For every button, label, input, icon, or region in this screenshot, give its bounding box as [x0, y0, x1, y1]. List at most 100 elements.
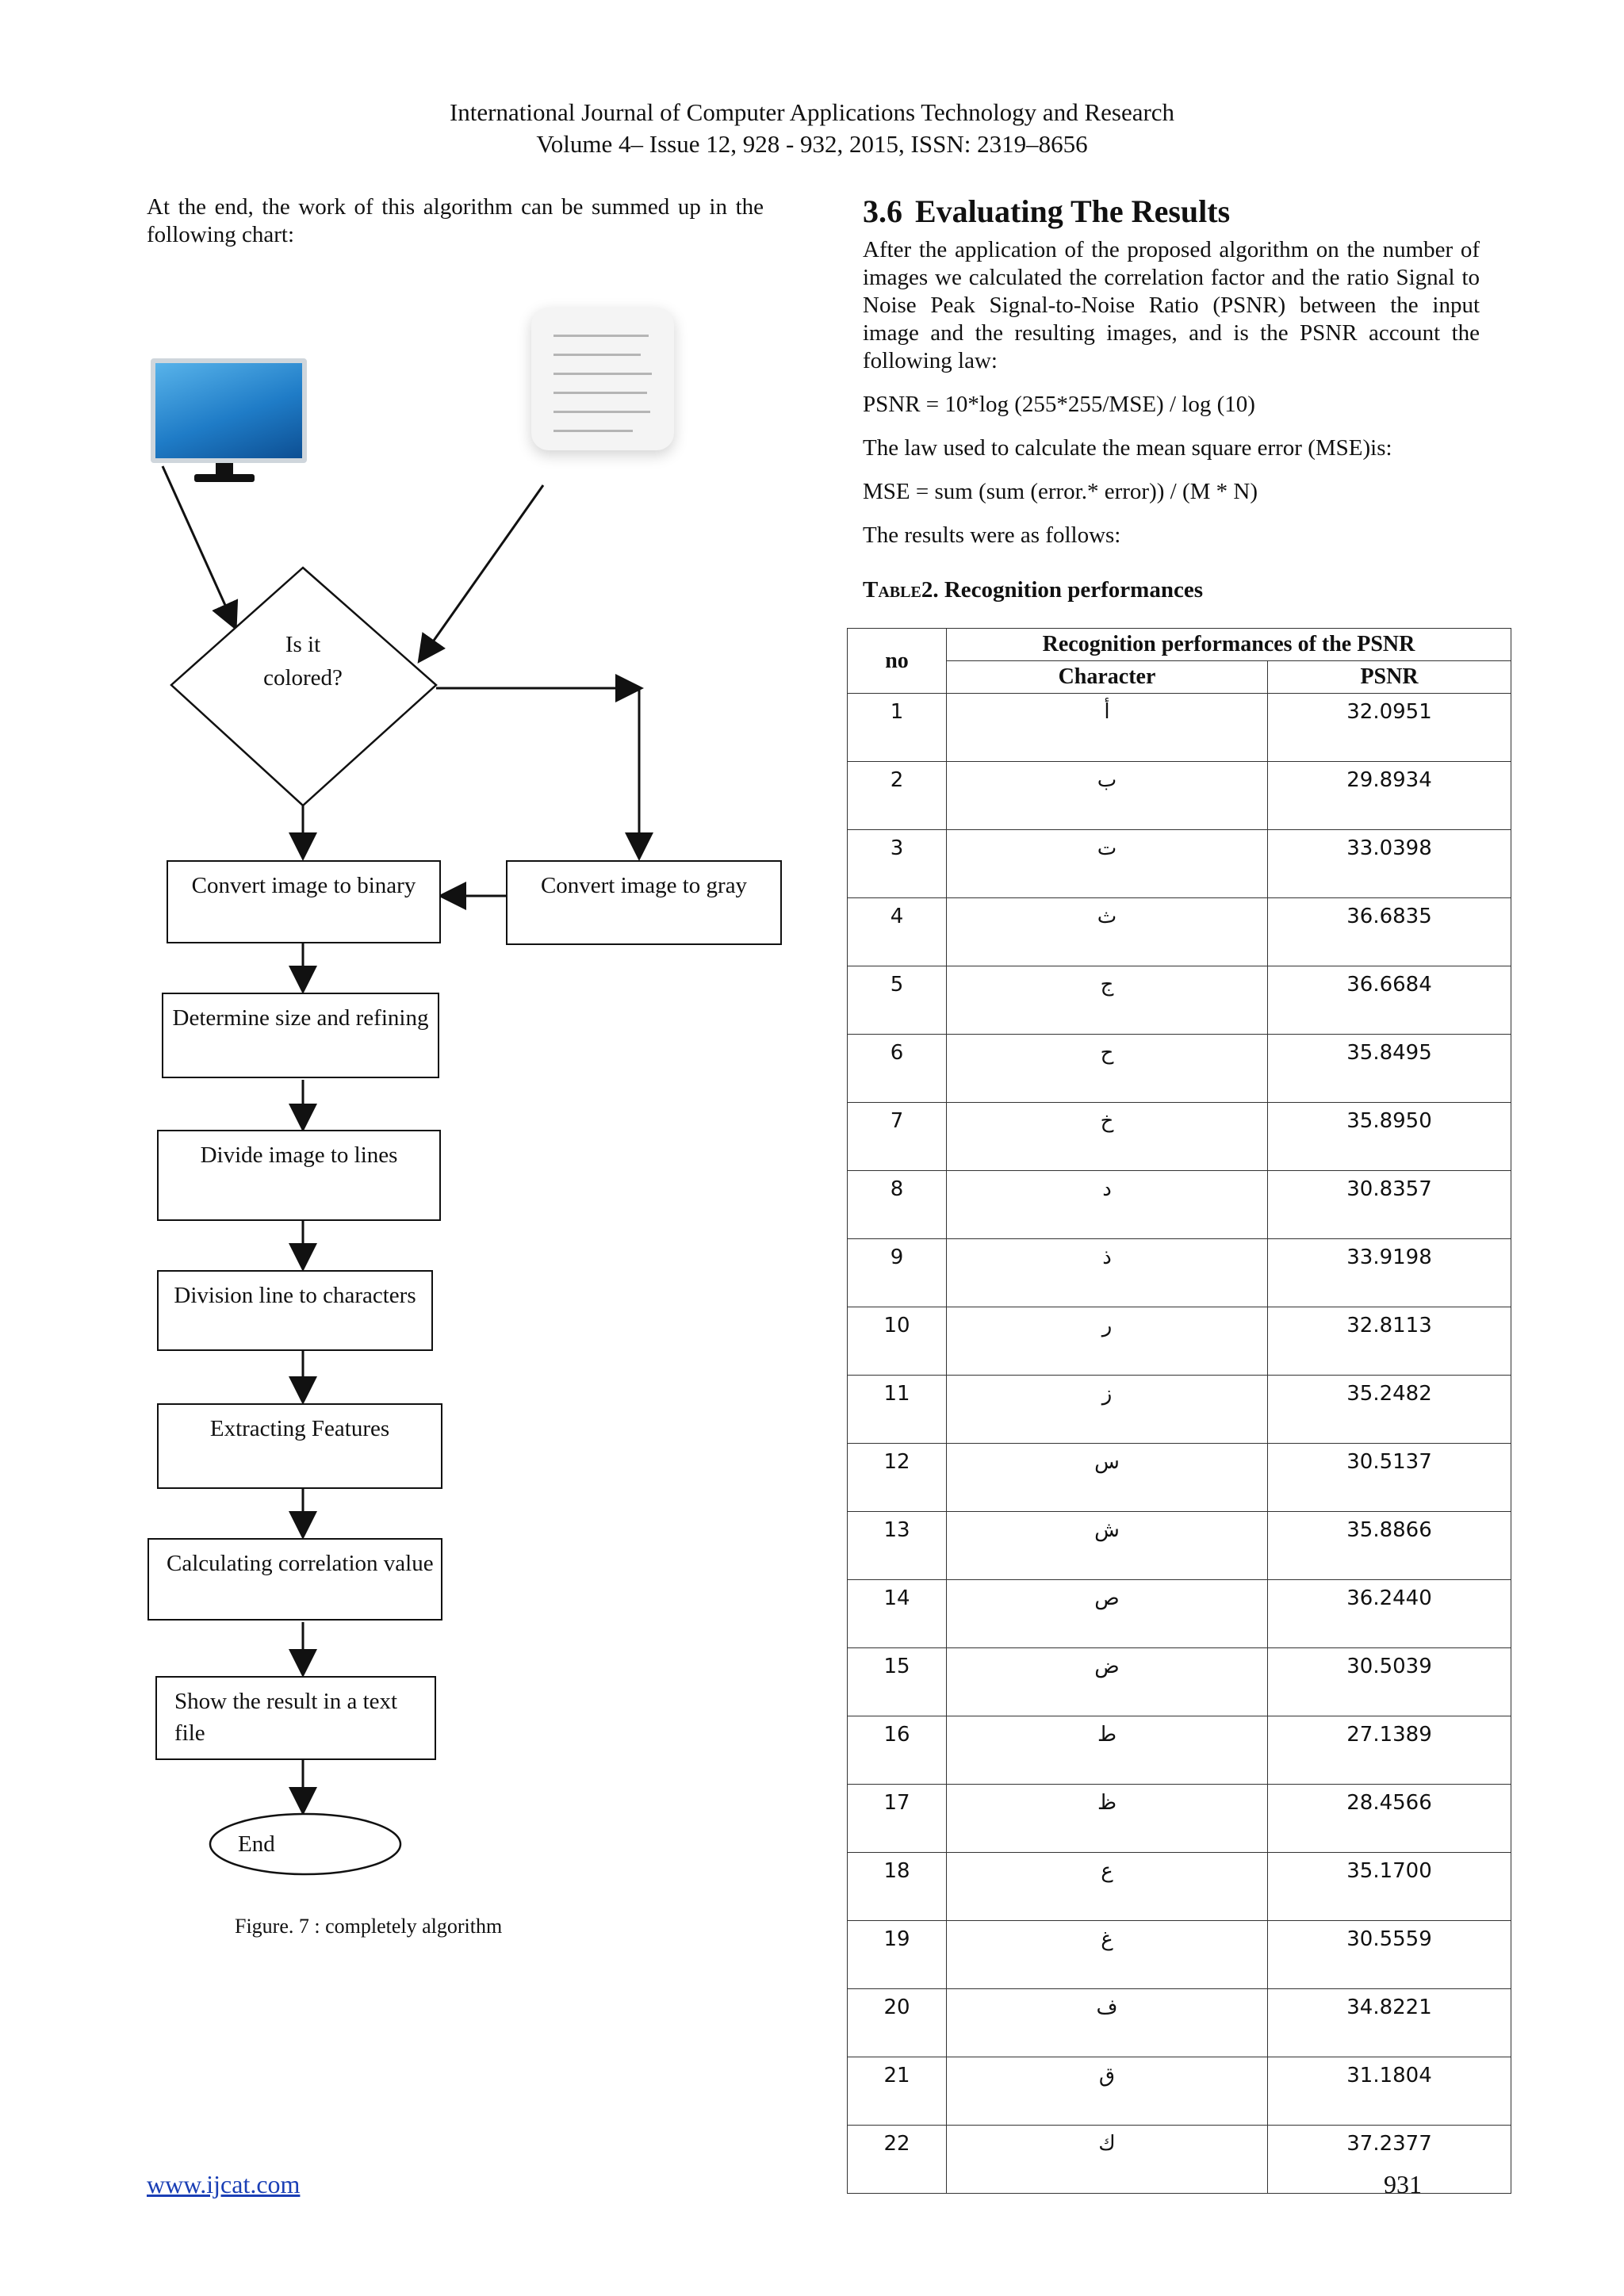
step-convert-binary: Convert image to binary	[167, 860, 441, 943]
cell-psnr: 33.9198	[1267, 1238, 1511, 1307]
cell-psnr: 27.1389	[1267, 1716, 1511, 1785]
step-show-result: Show the result in a text file	[155, 1676, 436, 1760]
arrow-image-to-decision	[417, 484, 545, 664]
cell-no: 14	[847, 1579, 947, 1648]
cell-char: أ	[946, 693, 1268, 762]
cell-char: ذ	[946, 1238, 1268, 1307]
cell-no: 7	[847, 1102, 947, 1171]
cell-char: ح	[946, 1034, 1268, 1103]
end-label: End	[238, 1831, 275, 1857]
cell-no: 3	[847, 829, 947, 898]
cell-no: 5	[847, 966, 947, 1035]
journal-title: International Journal of Computer Applic…	[449, 98, 1175, 126]
document-image-icon	[531, 308, 674, 450]
cell-no: 18	[847, 1852, 947, 1921]
cell-no: 9	[847, 1238, 947, 1307]
cell-psnr: 35.1700	[1267, 1852, 1511, 1921]
cell-char: ج	[946, 966, 1268, 1035]
cell-psnr: 34.8221	[1267, 1988, 1511, 2057]
cell-no: 2	[847, 761, 947, 830]
cell-psnr: 36.2440	[1267, 1579, 1511, 1648]
cell-psnr: 35.8495	[1267, 1034, 1511, 1103]
arrow-monitor-to-decision	[161, 465, 239, 631]
cell-char: ف	[946, 1988, 1268, 2057]
header-character: Character	[946, 660, 1268, 694]
intro-paragraph: At the end, the work of this algorithm c…	[147, 194, 764, 247]
cell-no: 10	[847, 1307, 947, 1376]
cell-psnr: 32.8113	[1267, 1307, 1511, 1376]
step-extracting-features: Extracting Features	[157, 1403, 442, 1489]
cell-psnr: 35.8866	[1267, 1511, 1511, 1580]
flowchart-figure: Is it colored? Convert image to binary C…	[0, 0, 812, 2061]
cell-no: 4	[847, 897, 947, 966]
footer-website-link[interactable]: www.ijcat.com	[147, 2170, 301, 2198]
cell-char: ش	[946, 1511, 1268, 1580]
step-division-characters: Division line to characters	[157, 1270, 433, 1351]
cell-psnr: 33.0398	[1267, 829, 1511, 898]
step-convert-gray: Convert image to gray	[506, 860, 782, 945]
step-divide-lines: Divide image to lines	[157, 1130, 441, 1221]
cell-char: ر	[946, 1307, 1268, 1376]
cell-char: ب	[946, 761, 1268, 830]
step-calculating-correlation: Calculating correlation value	[147, 1538, 442, 1621]
left-column: At the end, the work of this algorithm c…	[147, 193, 764, 265]
monitor-base-icon	[194, 474, 255, 482]
header-group: Recognition performances of the PSNR	[946, 628, 1511, 661]
cell-no: 16	[847, 1716, 947, 1785]
cell-no: 22	[847, 2125, 947, 2194]
cell-psnr: 32.0951	[1267, 693, 1511, 762]
cell-no: 21	[847, 2057, 947, 2126]
cell-no: 17	[847, 1784, 947, 1853]
section-title: Evaluating The Results	[915, 193, 1231, 229]
table-caption: Table2. Recognition performances	[863, 577, 1203, 603]
cell-psnr: 30.5039	[1267, 1647, 1511, 1716]
cell-char: د	[946, 1170, 1268, 1239]
cell-char: ث	[946, 897, 1268, 966]
journal-volume: Volume 4– Issue 12, 928 - 932, 2015, ISS…	[536, 130, 1088, 158]
cell-no: 11	[847, 1375, 947, 1444]
cell-char: ض	[946, 1647, 1268, 1716]
cell-psnr: 36.6684	[1267, 966, 1511, 1035]
cell-char: ت	[946, 829, 1268, 898]
end-terminal	[209, 1812, 402, 1876]
cell-no: 20	[847, 1988, 947, 2057]
cell-psnr: 37.2377	[1267, 2125, 1511, 2194]
figure-caption: Figure. 7 : completely algorithm	[235, 1915, 503, 1938]
cell-psnr: 31.1804	[1267, 2057, 1511, 2126]
header-no: no	[847, 628, 947, 694]
cell-char: ق	[946, 2057, 1268, 2126]
cell-no: 19	[847, 1920, 947, 1989]
cell-char: ك	[946, 2125, 1268, 2194]
cell-no: 6	[847, 1034, 947, 1103]
monitor-stand-icon	[216, 463, 233, 476]
paragraph-psnr-intro: After the application of the proposed al…	[863, 237, 1480, 373]
right-column: 3.6 Evaluating The Results After the appl…	[863, 193, 1480, 623]
cell-psnr: 30.5137	[1267, 1443, 1511, 1512]
cell-psnr: 28.4566	[1267, 1784, 1511, 1853]
section-number: 3.6	[863, 193, 902, 229]
paragraph-results-intro: The results were as follows:	[863, 522, 1121, 548]
section-heading: 3.6 Evaluating The Results	[863, 193, 1480, 230]
cell-no: 8	[847, 1170, 947, 1239]
cell-char: ع	[946, 1852, 1268, 1921]
cell-no: 1	[847, 693, 947, 762]
monitor-icon	[151, 358, 307, 463]
